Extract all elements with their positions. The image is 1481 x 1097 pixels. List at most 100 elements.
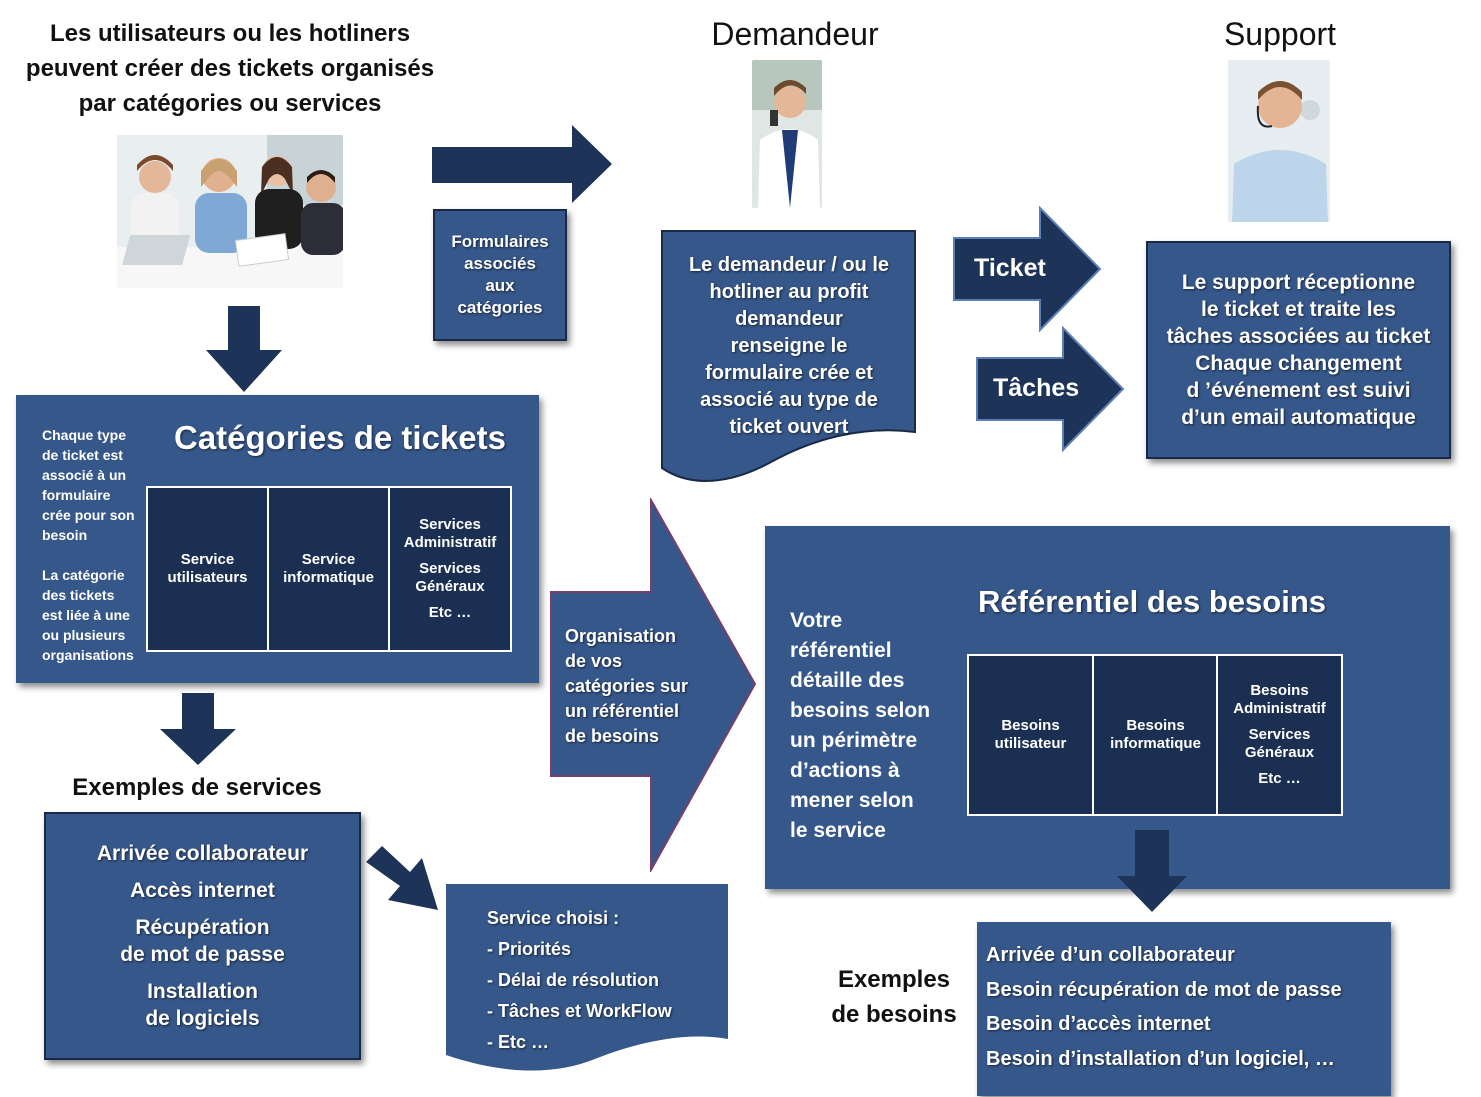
service-choisi-box: Service choisi : - Priorités - Délai de …: [445, 883, 729, 1073]
categories-side-2-line-3: est liée à une: [42, 607, 130, 623]
cell-2-line-1: Service: [301, 551, 356, 568]
arrow-down-3: [1117, 830, 1187, 912]
support-box: Le support réceptionne le ticket et trai…: [1146, 241, 1451, 459]
support-line-4: Chaque changement: [1195, 352, 1402, 375]
service-choisi-item-2: - Délai de résolution: [487, 970, 660, 990]
referentiel-side-line-2: référentiel: [790, 639, 892, 662]
besoin-cell-3-line-5: Etc …: [1258, 770, 1301, 787]
categories-title: Catégories de tickets: [174, 419, 506, 456]
intro-line-3: par catégories ou services: [78, 90, 382, 117]
service-choisi-item-4: - Etc …: [487, 1032, 550, 1052]
demandeur-line-2: hotliner au profit: [709, 281, 869, 303]
demandeur-line-4: renseigne le: [730, 335, 848, 357]
arrow-down-2: [160, 693, 236, 765]
categories-side-1-line-1: Chaque type: [42, 427, 127, 443]
referentiel-side-line-7: mener selon: [790, 789, 914, 812]
service-choisi-shape: [446, 884, 728, 1071]
service-item-4: de mot de passe: [120, 943, 285, 966]
intro-line-1: Les utilisateurs ou les hotliners: [49, 20, 411, 47]
referentiel-side-line-1: Votre: [790, 609, 843, 632]
demandeur-box-shape: [661, 230, 916, 482]
formulaires-line-1: Formulaires: [451, 232, 549, 251]
categories-panel: Catégories de tickets Chaque type de tic…: [16, 395, 539, 683]
taches-arrow: Tâches: [975, 326, 1125, 452]
referentiel-side-line-6: d’actions à: [790, 759, 900, 782]
cell-3-line-2: Administratif: [403, 534, 497, 551]
support-line-6: d’un email automatique: [1181, 406, 1416, 429]
referentiel-side-line-8: le service: [790, 819, 886, 842]
besoin-cell-administratif: Besoins Administratif Services Généraux …: [1216, 654, 1343, 816]
taches-label: Tâches: [993, 374, 1080, 402]
support-line-1: Le support réceptionne: [1181, 271, 1416, 294]
ticket-label: Ticket: [974, 254, 1046, 282]
categories-side-text: Chaque type de ticket est associé à un f…: [42, 425, 135, 665]
cell-1-line-1: Service: [180, 551, 235, 568]
category-cell-service-informatique: Service informatique: [267, 486, 390, 652]
cell-2-line-2: informatique: [283, 569, 374, 586]
team-photo: [117, 135, 343, 288]
organisation-line-2: de vos: [565, 651, 623, 671]
besoin-cell-2-line-2: informatique: [1110, 735, 1201, 752]
besoin-cell-informatique: Besoins informatique: [1092, 654, 1219, 816]
besoin-cell-3-line-4: Généraux: [1244, 744, 1315, 761]
formulaires-line-2: associés: [464, 254, 536, 273]
referentiel-panel: Référentiel des besoins Votre référentie…: [765, 526, 1450, 889]
besoin-cell-utilisateur: Besoins utilisateur: [967, 654, 1094, 816]
categories-side-2-line-5: organisations: [42, 647, 134, 663]
category-cell-services-administratif: Services Administratif Services Généraux…: [388, 486, 512, 652]
besoin-cell-3-line-1: Besoins: [1250, 682, 1309, 699]
support-photo: [1228, 60, 1330, 222]
demandeur-line-3: demandeur: [735, 308, 843, 330]
exemples-services-heading: Exemples de services: [72, 774, 322, 801]
referentiel-side-line-4: besoins selon: [790, 699, 931, 722]
besoin-cell-3-line-2: Administratif: [1233, 700, 1326, 717]
categories-side-1-line-2: de ticket est: [42, 447, 123, 463]
demandeur-line-7: ticket ouvert: [729, 416, 849, 438]
cell-3-line-1: Services: [419, 516, 481, 533]
categories-side-2-line-2: des tickets: [42, 587, 115, 603]
besoin-cell-2-line-1: Besoins: [1126, 717, 1185, 734]
besoin-item-2: Besoin récupération de mot de passe: [986, 978, 1342, 1001]
demandeur-line-1: Le demandeur / ou le: [688, 254, 890, 276]
demandeur-line-5: formulaire crée et: [705, 362, 873, 384]
organisation-arrow: Organisation de vos catégories sur un ré…: [549, 498, 757, 872]
exemples-besoins-box: Arrivée d’un collaborateur Besoin récupé…: [977, 922, 1391, 1096]
support-heading: Support: [1223, 16, 1337, 52]
service-item-6: de logiciels: [145, 1007, 260, 1030]
team-photo-illustration: [117, 135, 343, 288]
ticket-arrow: Ticket: [952, 206, 1102, 332]
service-item-3: Récupération: [135, 916, 270, 939]
categories-side-2-line-1: La catégorie: [42, 567, 125, 583]
support-line-3: tâches associées au ticket: [1166, 325, 1431, 348]
arrow-diagonal: [366, 846, 438, 910]
service-choisi-item-3: - Tâches et WorkFlow: [487, 1001, 672, 1021]
support-line-2: le ticket et traite les: [1201, 298, 1396, 321]
cell-3-line-3: Services: [419, 560, 481, 577]
arrow-down-1: [206, 306, 282, 392]
referentiel-side-line-3: détaille des: [790, 669, 905, 692]
cell-3-line-5: Etc …: [428, 604, 472, 621]
categories-side-1-line-4: formulaire: [42, 487, 111, 503]
exemples-besoins-heading: Exemples de besoins: [820, 962, 968, 1032]
besoin-cell-1-line-2: utilisateur: [994, 735, 1067, 752]
cell-1-line-2: utilisateurs: [167, 569, 248, 586]
categories-side-1-line-5: crée pour son: [42, 507, 135, 523]
cell-3-line-4: Généraux: [415, 578, 485, 595]
formulaires-box: Formulaires associés aux catégories: [433, 209, 567, 341]
service-item-1: Arrivée collaborateur: [96, 842, 309, 865]
support-line-5: d ’événement est suivi: [1186, 379, 1411, 402]
organisation-line-5: de besoins: [565, 726, 660, 746]
besoin-item-4: Besoin d’installation d’un logiciel, …: [986, 1047, 1335, 1070]
exemples-besoins-heading-1: Exemples: [837, 966, 951, 993]
arrow-right-top: [432, 125, 612, 203]
organisation-line-3: catégories sur: [565, 676, 689, 696]
formulaires-line-4: catégories: [457, 298, 543, 317]
intro-heading: Les utilisateurs ou les hotliners peuven…: [10, 16, 450, 121]
category-cell-service-utilisateurs: Service utilisateurs: [146, 486, 269, 652]
service-item-2: Accès internet: [130, 879, 275, 902]
intro-line-2: peuvent créer des tickets organisés: [25, 55, 435, 82]
exemples-besoins-heading-2: de besoins: [831, 1001, 957, 1028]
besoin-cell-3-line-3: Services: [1248, 726, 1311, 743]
demandeur-line-6: associé au type de: [700, 389, 878, 411]
service-choisi-item-1: - Priorités: [487, 939, 572, 959]
